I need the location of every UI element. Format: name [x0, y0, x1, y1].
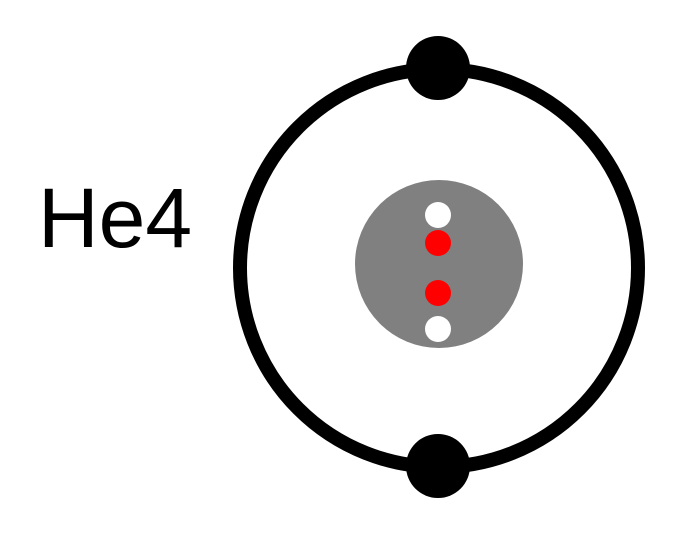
- electron-bottom: [406, 434, 470, 498]
- electron-group: [406, 36, 470, 498]
- atom-label: He4: [38, 171, 192, 265]
- nucleon-group: [425, 202, 451, 342]
- proton-3: [425, 280, 451, 306]
- proton-2: [425, 230, 451, 256]
- electron-top: [406, 36, 470, 100]
- nucleus: [355, 180, 523, 348]
- neutron-1: [425, 202, 451, 228]
- neutron-4: [425, 316, 451, 342]
